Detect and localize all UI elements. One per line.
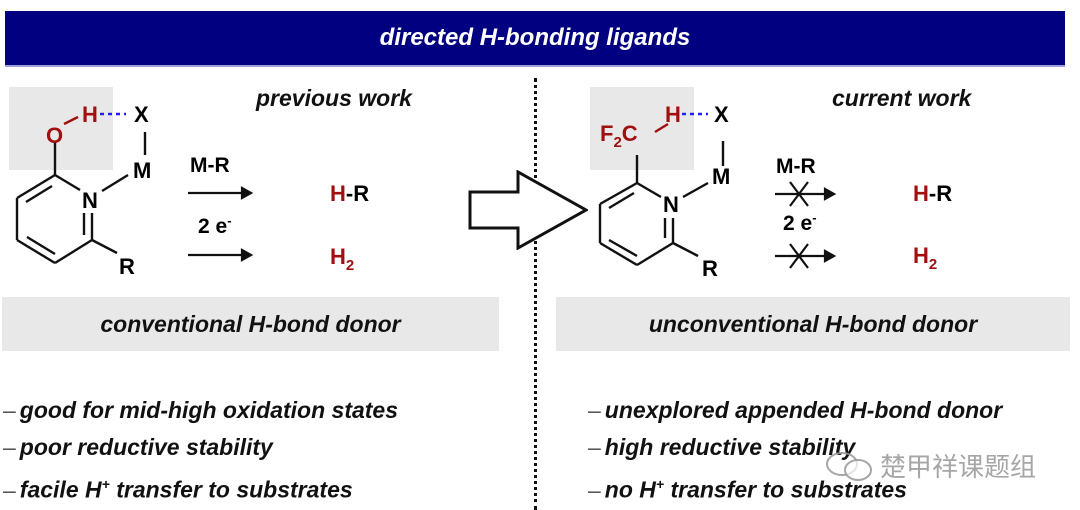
big-arrow-icon — [468, 170, 588, 250]
arrow-top-left — [188, 186, 254, 200]
bullet-item: –good for mid-high oxidation states — [3, 397, 399, 423]
arrow-bottom-left — [188, 248, 254, 262]
atom-M-left: M — [133, 158, 151, 183]
reagent-2e-left: 2 e- — [198, 213, 232, 238]
wechat-icon — [826, 451, 872, 481]
product-HR-right: H-R — [913, 181, 952, 206]
highlight-box-left — [9, 87, 113, 170]
atom-R-left: R — [119, 254, 135, 279]
molecule-right: F2C H X M N R M-R 2 e- H-R H2 — [598, 102, 952, 281]
highlight-box-right — [590, 87, 694, 170]
atom-N-right: N — [663, 192, 679, 217]
label-unconventional: unconventional H-bond donor — [556, 297, 1070, 351]
bullet-item: –facile H+ transfer to substrates — [3, 476, 353, 503]
atom-X-right: X — [714, 102, 729, 127]
product-H2-right: H2 — [913, 243, 937, 273]
reagent-MR-left: M-R — [190, 154, 230, 177]
pyridine-ring-left — [15, 115, 147, 265]
bullet-list-right: –unexplored appended H-bond donor –high … — [588, 392, 1002, 509]
atom-CF2-right: F2C — [600, 121, 638, 151]
dotted-divider — [534, 78, 537, 510]
panel-title-previous: previous work — [256, 85, 412, 111]
reagent-2e-right: 2 e- — [783, 210, 817, 235]
bullet-item: –unexplored appended H-bond donor — [588, 397, 1003, 423]
pyridine-ring-right — [598, 122, 725, 267]
atom-X-left: X — [134, 102, 149, 127]
atom-O-left: O — [46, 123, 63, 148]
atom-N-left: N — [82, 188, 98, 213]
product-H2-left: H2 — [330, 244, 354, 274]
atom-R-right: R — [702, 256, 718, 281]
atom-H-left: H — [82, 102, 98, 127]
panel-title-current: current work — [832, 85, 972, 111]
atom-M-right: M — [712, 164, 730, 189]
bullet-item: –poor reductive stability — [3, 434, 273, 460]
label-unconventional-text: unconventional H-bond donor — [648, 310, 978, 337]
bullet-item: –no H+ transfer to substrates — [588, 476, 907, 503]
atom-H-right: H — [665, 102, 681, 127]
reagent-MR-right: M-R — [776, 155, 816, 178]
label-conventional-text: conventional H-bond donor — [100, 310, 401, 337]
molecule-left: O H X M N R M-R 2 e- H-R H2 — [15, 102, 369, 279]
watermark: 楚甲祥课题组 — [822, 447, 1036, 484]
watermark-text: 楚甲祥课题组 — [880, 452, 1037, 482]
bullet-list-left: –good for mid-high oxidation states –poo… — [3, 392, 398, 509]
title-banner: directed H-bonding ligands — [5, 11, 1065, 67]
blocked-arrow-top-right — [775, 181, 837, 207]
banner-title: directed H-bonding ligands — [379, 24, 691, 51]
product-HR-left: H-R — [330, 181, 369, 206]
blocked-arrow-bottom-right — [775, 243, 837, 269]
label-conventional: conventional H-bond donor — [2, 297, 499, 351]
bullet-item: –high reductive stability — [588, 434, 856, 460]
